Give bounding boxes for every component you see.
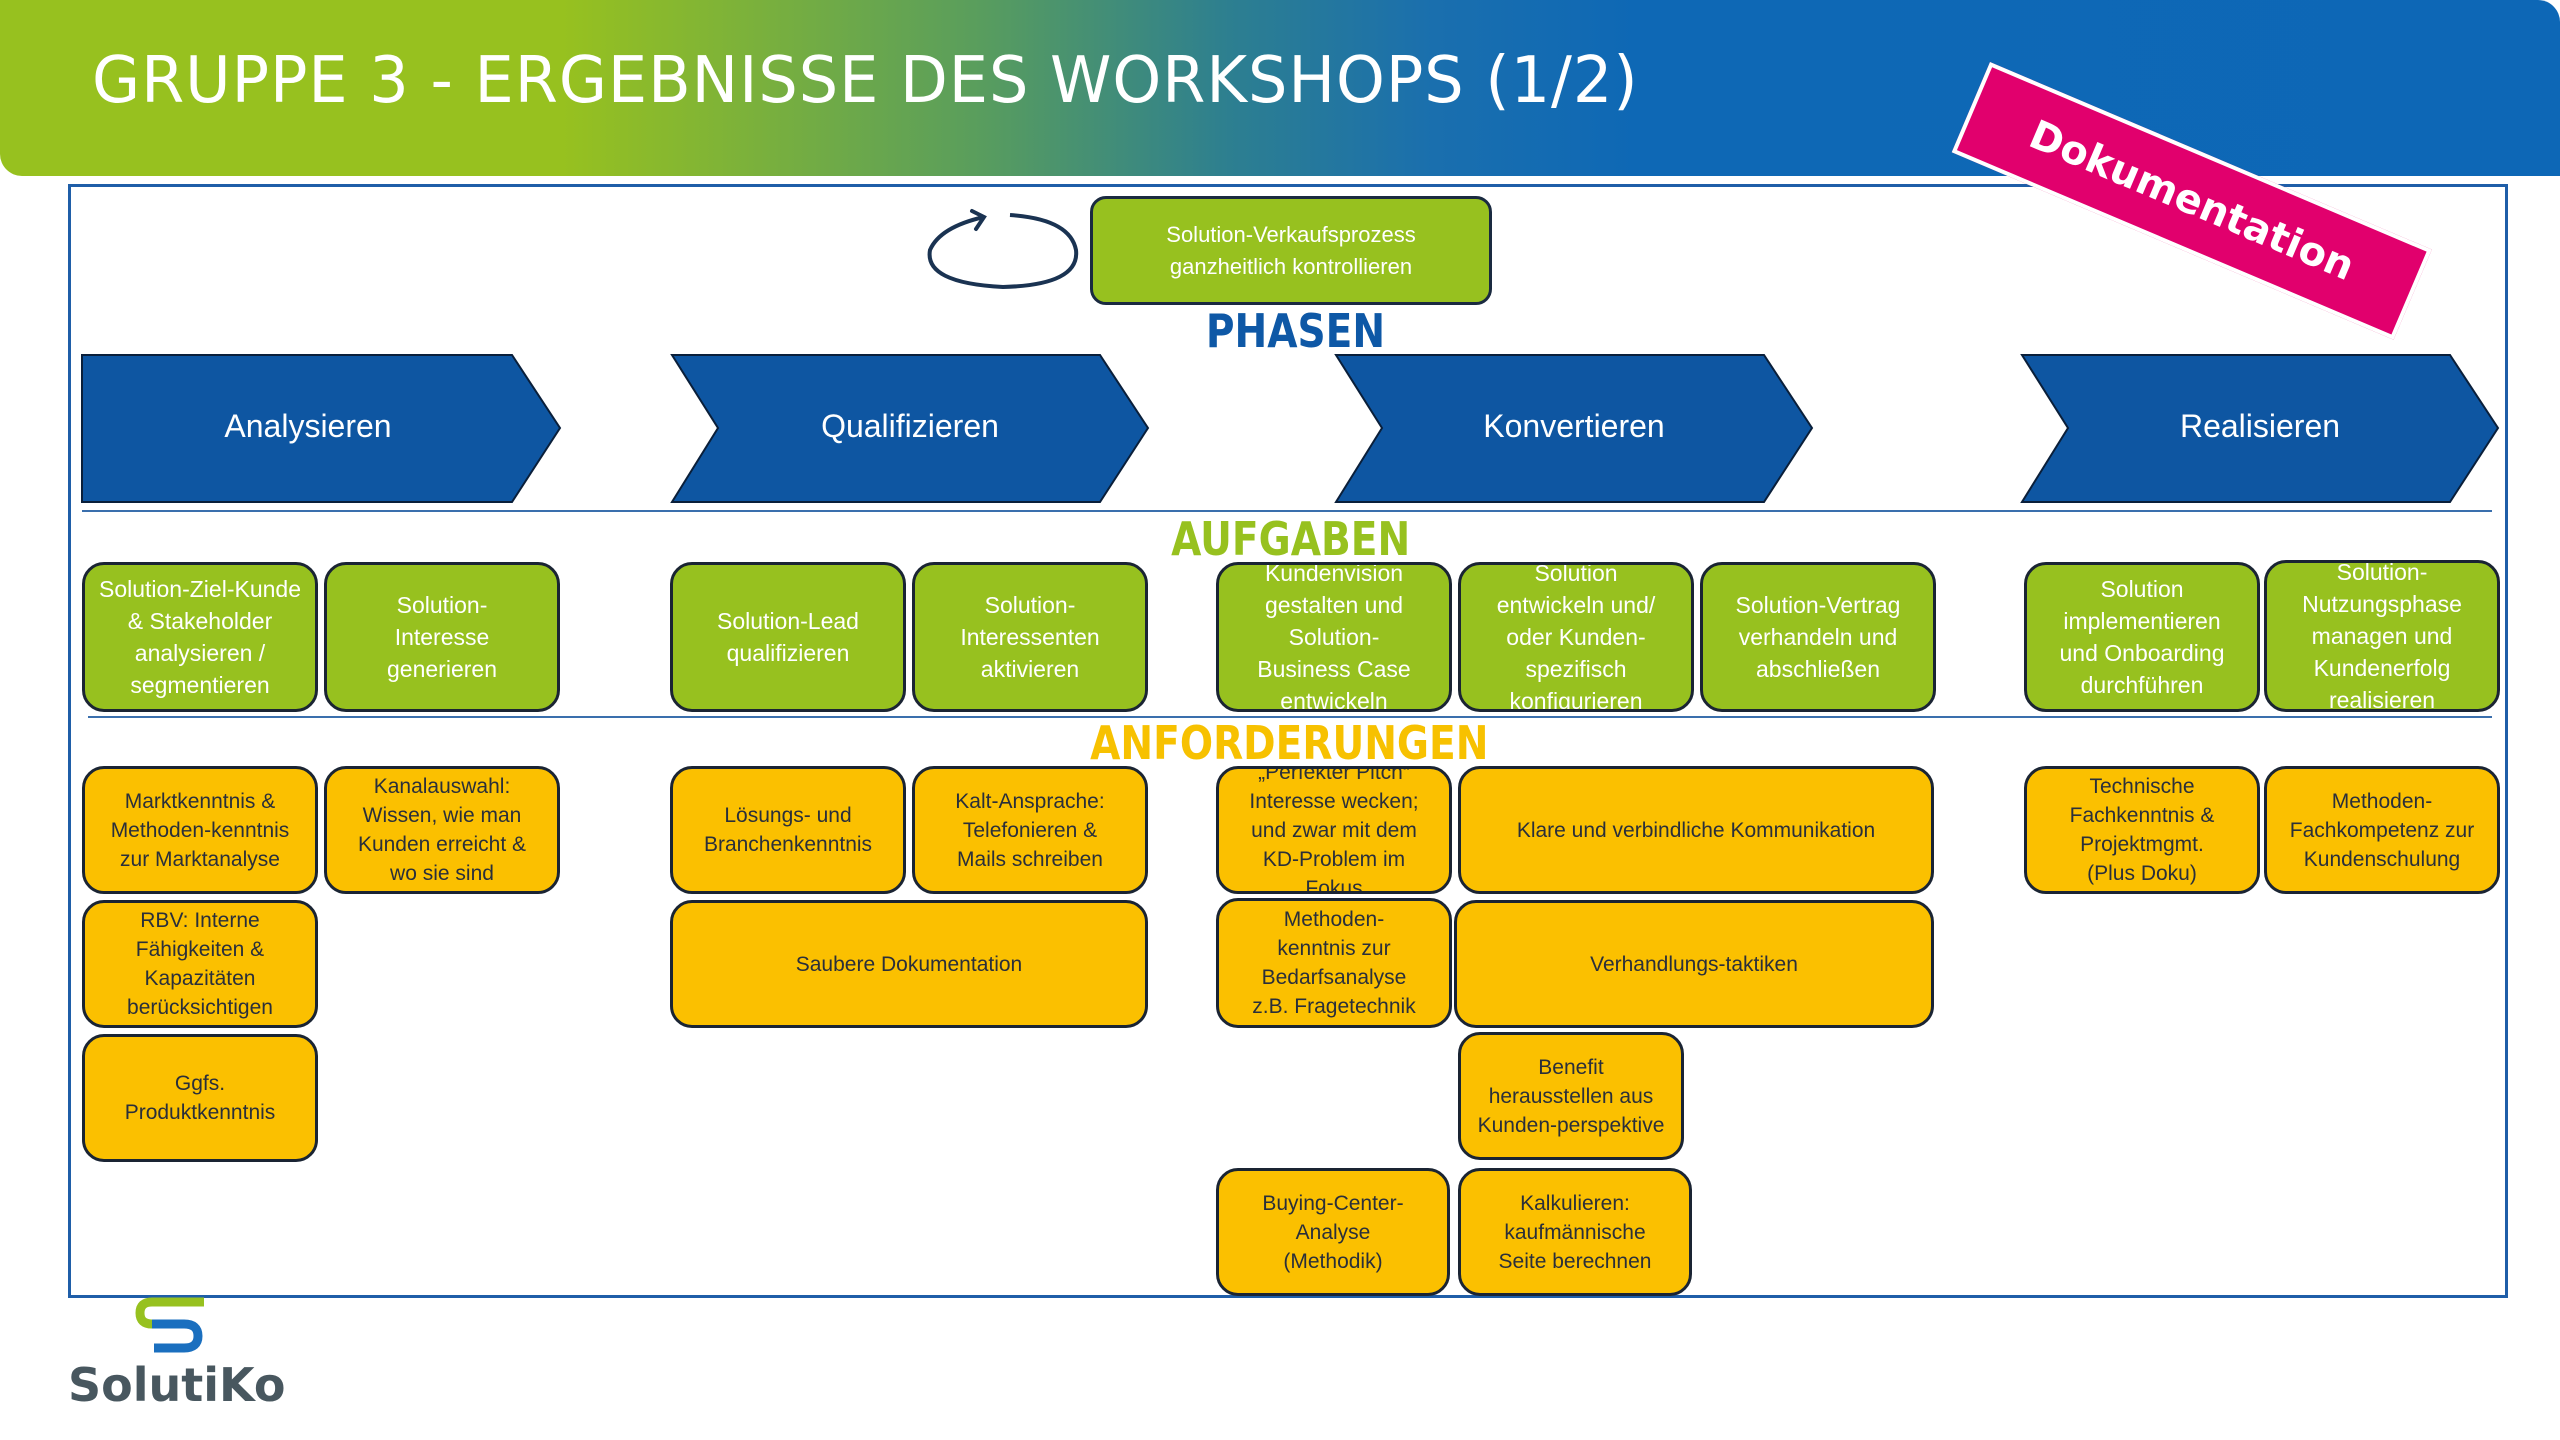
solutiko-s-logo-icon [135, 1297, 204, 1353]
phase-label-realisieren: Realisieren [2179, 408, 2341, 444]
requirement-label: „Perfekter Pitch“ Interesse wecken; und … [1249, 766, 1419, 894]
requirement-box: Verhandlungs-taktiken [1454, 900, 1934, 1028]
requirement-box: Benefit herausstellen aus Kunden-perspek… [1458, 1032, 1684, 1160]
requirement-label: Methoden-kenntnis zur Bedarfsanalyse z.B… [1252, 908, 1416, 1018]
requirement-label: Klare und verbindliche Kommunikation [1516, 818, 1876, 842]
diagram-frame [68, 184, 2508, 1298]
task-box: Solution-Ziel-Kunde & Stakeholder analys… [82, 562, 318, 712]
requirement-label: Verhandlungs-taktiken [1590, 952, 1798, 976]
requirement-label: RBV: Interne Fähigkeiten & Kapazitäten b… [127, 909, 273, 1019]
requirement-box: Kalkulieren: kaufmännische Seite berechn… [1458, 1168, 1692, 1296]
tasks-title: AUFGABEN [1171, 512, 1411, 566]
task-label: Solution entwickeln und/ oder Kunden-spe… [1496, 562, 1656, 712]
requirement-box: Buying-Center-Analyse (Methodik) [1216, 1168, 1450, 1296]
cycle-arrow-icon [927, 209, 1079, 290]
requirement-box: Lösungs- und Branchenkenntnis [670, 766, 906, 894]
requirement-label: Saubere Dokumentation [795, 952, 1023, 976]
requirement-label: Marktkenntnis & Methoden-kenntnis zur Ma… [110, 789, 290, 871]
requirement-label: Benefit herausstellen aus Kunden-perspek… [1477, 1055, 1665, 1137]
requirement-label: Methoden-Fachkompetenz zur Kundenschulun… [2289, 789, 2475, 871]
task-box: Solution-Vertrag verhandeln und abschlie… [1700, 562, 1936, 712]
phase-label-qualifizieren: Qualifizieren [821, 408, 999, 444]
top-process-label: Solution-Verkaufsprozess ganzheitlich ko… [1166, 221, 1416, 279]
requirement-box: Saubere Dokumentation [670, 900, 1148, 1028]
requirement-label: Kalkulieren: kaufmännische Seite berechn… [1498, 1191, 1652, 1273]
task-label: Solution-Nutzungsphase managen und Kunde… [2302, 560, 2462, 712]
divider-tasks-requirements [88, 716, 2492, 718]
requirement-box: Methoden-kenntnis zur Bedarfsanalyse z.B… [1216, 898, 1452, 1028]
requirement-box: Marktkenntnis & Methoden-kenntnis zur Ma… [82, 766, 318, 894]
task-box: Solution-Interesse generieren [324, 562, 560, 712]
requirement-label: Technische Fachkenntnis & Projektmgmt. (… [2069, 775, 2215, 885]
task-label: Solution-Ziel-Kunde & Stakeholder analys… [98, 576, 301, 698]
requirement-label: Kanalauswahl: Wissen, wie man Kunden err… [357, 775, 527, 885]
phases-title: PHASEN [1205, 304, 1386, 358]
requirement-box: Ggfs. Produktkenntnis [82, 1034, 318, 1162]
task-box: Kundenvision gestalten und Solution-Busi… [1216, 562, 1452, 712]
task-label: Solution-Vertrag verhandeln und abschlie… [1735, 592, 1901, 682]
top-process-box: Solution-Verkaufsprozess ganzheitlich ko… [1090, 196, 1492, 305]
requirement-box: RBV: Interne Fähigkeiten & Kapazitäten b… [82, 900, 318, 1028]
task-box: Solution-Interessenten aktivieren [912, 562, 1148, 712]
task-label: Solution-Interesse generieren [387, 592, 497, 682]
requirement-label: Buying-Center-Analyse (Methodik) [1262, 1191, 1404, 1273]
requirements-title: ANFORDERUNGEN [1090, 716, 1489, 770]
task-box: Solution implementieren und Onboarding d… [2024, 562, 2260, 712]
phase-label-konvertieren: Konvertieren [1483, 408, 1665, 444]
requirement-label: Kalt-Ansprache: Telefonieren & Mails sch… [955, 789, 1105, 871]
task-box: Solution-Lead qualifizieren [670, 562, 906, 712]
task-box: Solution entwickeln und/ oder Kunden-spe… [1458, 562, 1694, 712]
task-label: Solution-Interessenten aktivieren [960, 592, 1100, 682]
requirement-box: Kalt-Ansprache: Telefonieren & Mails sch… [912, 766, 1148, 894]
logo-wordmark: SolutiKo [68, 1358, 286, 1412]
requirement-label: Lösungs- und Branchenkenntnis [703, 804, 873, 856]
task-label: Solution-Lead qualifizieren [717, 608, 859, 666]
slide-header: GRUPPE 3 - ERGEBNISSE DES WORKSHOPS (1/2… [0, 0, 2560, 176]
requirement-box: Technische Fachkenntnis & Projektmgmt. (… [2024, 766, 2260, 894]
task-label: Kundenvision gestalten und Solution-Busi… [1257, 562, 1411, 712]
requirement-label: Ggfs. Produktkenntnis [124, 1072, 276, 1124]
requirement-box: „Perfekter Pitch“ Interesse wecken; und … [1216, 766, 1452, 894]
requirement-box: Klare und verbindliche Kommunikation [1458, 766, 1934, 894]
slide-title: GRUPPE 3 - ERGEBNISSE DES WORKSHOPS (1/2… [92, 44, 1639, 118]
requirement-box: Kanalauswahl: Wissen, wie man Kunden err… [324, 766, 560, 894]
phase-label-analysieren: Analysieren [224, 408, 392, 444]
requirement-box: Methoden-Fachkompetenz zur Kundenschulun… [2264, 766, 2500, 894]
divider-phases-tasks [82, 510, 2492, 512]
task-box: Solution-Nutzungsphase managen und Kunde… [2264, 560, 2500, 712]
task-label: Solution implementieren und Onboarding d… [2059, 576, 2225, 698]
